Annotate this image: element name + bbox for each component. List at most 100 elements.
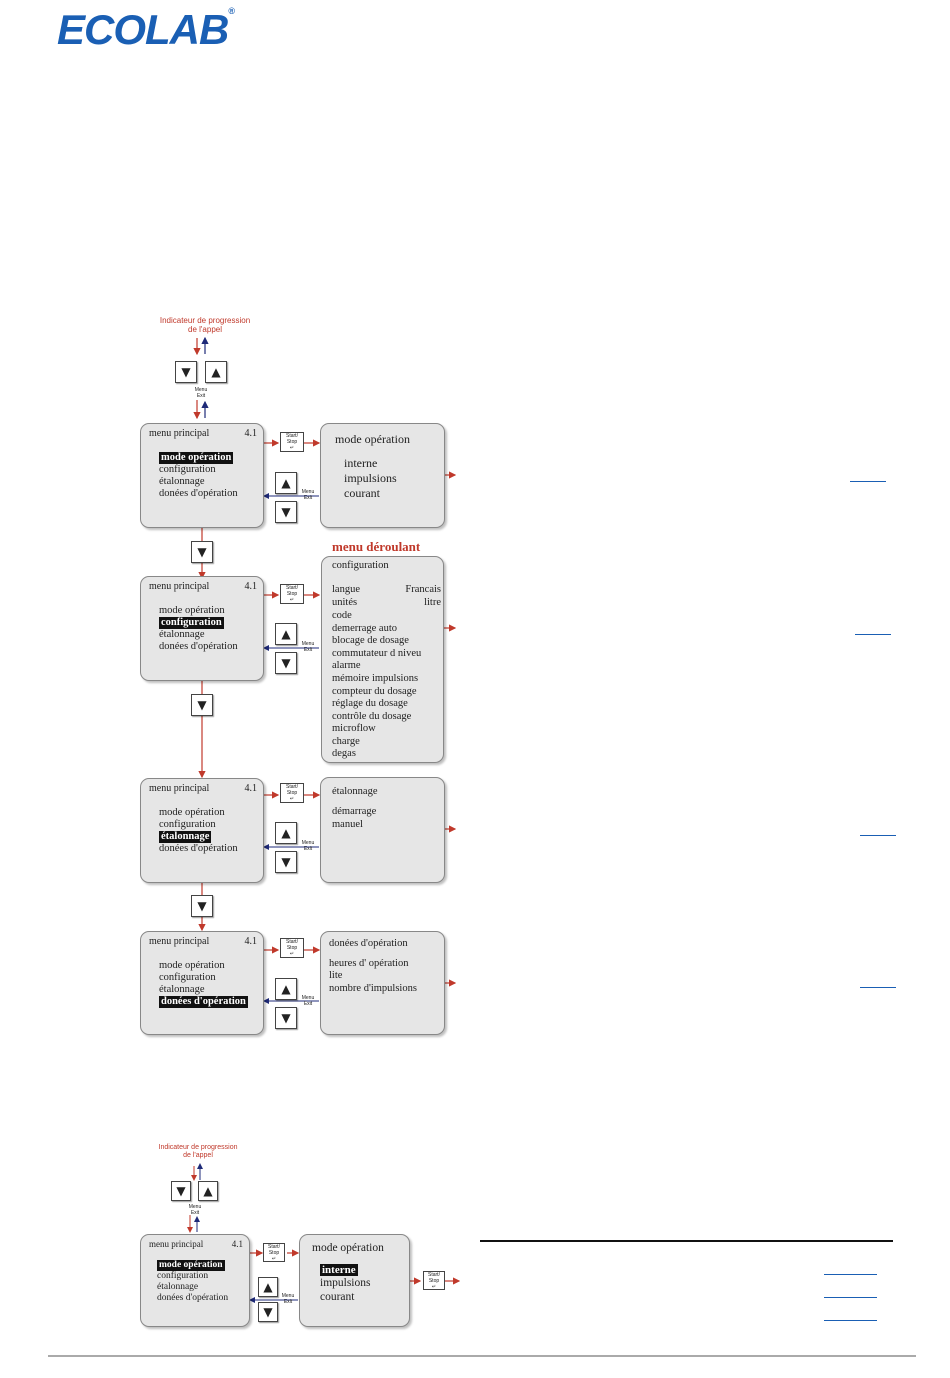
ecolab-logo: ECOLAB® xyxy=(57,6,235,54)
config-alarme[interactable]: alarme xyxy=(332,660,361,671)
option-courant[interactable]: courant xyxy=(320,1291,355,1303)
menu-item-config[interactable]: configuration xyxy=(159,972,216,983)
page-link[interactable] xyxy=(824,1320,877,1321)
option-impulsions[interactable]: impulsions xyxy=(344,471,397,485)
config-demarrage[interactable]: demerrage auto xyxy=(332,623,398,634)
page-link[interactable] xyxy=(860,987,896,988)
opdata-submenu-panel: donées d'opération heures d' opération l… xyxy=(320,931,445,1035)
opdata-lite[interactable]: lite xyxy=(329,970,343,981)
menu-item-config[interactable]: configuration xyxy=(157,1271,209,1281)
calib-demarrage[interactable]: démarrage xyxy=(332,806,377,817)
down-arrow-key[interactable]: ▼ xyxy=(191,541,213,563)
config-commutateur[interactable]: commutateur d niveu xyxy=(332,648,422,659)
lcd-number: 4.1 xyxy=(244,581,258,592)
menu-item-opdata[interactable]: donées d'opération xyxy=(159,641,238,652)
menu-item-calib[interactable]: étalonnage xyxy=(159,984,205,995)
opdata-impulsions[interactable]: nombre d'impulsions xyxy=(329,983,417,994)
config-microflow[interactable]: microflow xyxy=(332,723,376,734)
lcd-title: menu principal xyxy=(149,783,210,794)
menu-item-config[interactable]: configuration xyxy=(159,617,224,629)
main-menu-panel-1: menu principal 4.1 mode opération config… xyxy=(140,423,264,528)
submenu-title: configuration xyxy=(332,560,389,571)
down-arrow-key[interactable]: ▼ xyxy=(275,851,297,873)
down-arrow-key[interactable]: ▼ xyxy=(258,1302,278,1322)
lcd-title: menu principal xyxy=(149,428,210,439)
calib-submenu-panel: étalonnage démarrage manuel xyxy=(320,777,445,883)
up-arrow-key[interactable]: ▲ xyxy=(198,1181,218,1201)
indicator-line2: de l'appel xyxy=(188,325,222,334)
page-link[interactable] xyxy=(860,835,896,836)
start-stop-key[interactable]: Start/Stop↵ xyxy=(280,938,304,958)
config-code[interactable]: code xyxy=(332,610,352,621)
config-charge[interactable]: charge xyxy=(332,736,360,747)
menu-item-mode[interactable]: mode opération xyxy=(159,807,225,818)
down-arrow-key[interactable]: ▼ xyxy=(275,501,297,523)
down-arrow-key[interactable]: ▼ xyxy=(275,1007,297,1029)
menu-item-opdata[interactable]: donées d'opération xyxy=(157,1293,229,1303)
option-interne[interactable]: interne xyxy=(344,456,378,470)
indicator-line1: Indicateur de progression xyxy=(159,316,251,325)
option-courant[interactable]: courant xyxy=(344,486,380,500)
up-arrow-key[interactable]: ▲ xyxy=(205,361,227,383)
submenu-title: donées d'opération xyxy=(329,938,408,949)
start-stop-key[interactable]: Start/Stop↵ xyxy=(280,783,304,803)
menu-item-config[interactable]: configuration xyxy=(159,464,216,475)
config-memoire[interactable]: mémoire impulsions xyxy=(332,673,419,684)
up-arrow-key[interactable]: ▲ xyxy=(275,822,297,844)
calib-manuel[interactable]: manuel xyxy=(332,819,363,830)
down-arrow-key[interactable]: ▼ xyxy=(191,895,213,917)
config-langue[interactable]: langue xyxy=(332,584,360,595)
menu-item-calib[interactable]: étalonnage xyxy=(159,629,205,640)
menu-item-calib[interactable]: étalonnage xyxy=(159,476,205,487)
config-controle[interactable]: contrôle du dosage xyxy=(332,711,412,722)
up-arrow-key[interactable]: ▲ xyxy=(258,1277,278,1297)
start-stop-key[interactable]: Start/Stop↵ xyxy=(280,432,304,452)
page-link[interactable] xyxy=(850,481,886,482)
submenu-title: mode opération xyxy=(335,432,410,446)
menu-item-opdata[interactable]: donées d'opération xyxy=(159,843,238,854)
config-submenu-panel: configuration langue Francais unités lit… xyxy=(321,556,444,763)
up-arrow-key[interactable]: ▲ xyxy=(275,472,297,494)
lcd-number: 4.1 xyxy=(244,936,258,947)
up-arrow-key[interactable]: ▲ xyxy=(275,978,297,1000)
menu-item-calib[interactable]: étalonnage xyxy=(157,1282,199,1292)
config-degas[interactable]: degas xyxy=(332,748,356,759)
logo-text: ECOLAB xyxy=(57,6,229,53)
menu-item-calib[interactable]: étalonnage xyxy=(159,831,212,843)
menu-item-config[interactable]: configuration xyxy=(159,819,216,830)
page-link[interactable] xyxy=(824,1274,877,1275)
down-arrow-key[interactable]: ▼ xyxy=(171,1181,191,1201)
start-stop-key[interactable]: Start/Stop↵ xyxy=(423,1271,445,1290)
menu-item-mode[interactable]: mode opération xyxy=(159,452,234,464)
menu-item-opdata[interactable]: donées d'opération xyxy=(159,996,248,1008)
option-impulsions[interactable]: impulsions xyxy=(320,1277,371,1289)
main-menu-panel-3: menu principal 4.1 mode opération config… xyxy=(140,778,264,883)
menu-item-mode[interactable]: mode opération xyxy=(159,605,225,616)
main-menu-panel-bottom: menu principal 4.1 mode opération config… xyxy=(140,1234,250,1327)
option-interne[interactable]: interne xyxy=(320,1264,358,1276)
down-arrow-key[interactable]: ▼ xyxy=(175,361,197,383)
lcd-number: 4.1 xyxy=(244,428,258,439)
opdata-heures[interactable]: heures d' opération xyxy=(329,958,409,969)
config-compteur[interactable]: compteur du dosage xyxy=(332,686,417,697)
page-link[interactable] xyxy=(824,1297,877,1298)
page-link[interactable] xyxy=(855,634,891,635)
start-stop-key[interactable]: Start/Stop↵ xyxy=(280,584,304,604)
up-arrow-key[interactable]: ▲ xyxy=(275,623,297,645)
menu-item-mode[interactable]: mode opération xyxy=(159,960,225,971)
dropdown-menu-label: menu déroulant xyxy=(332,539,421,554)
menu-item-opdata[interactable]: donées d'opération xyxy=(159,488,238,499)
start-stop-key[interactable]: Start/Stop↵ xyxy=(263,1243,285,1262)
config-reglage[interactable]: réglage du dosage xyxy=(332,698,408,709)
config-unites[interactable]: unités xyxy=(332,597,358,608)
down-arrow-key[interactable]: ▼ xyxy=(275,652,297,674)
lcd-title: menu principal xyxy=(149,581,210,592)
config-blocage[interactable]: blocage de dosage xyxy=(332,635,409,646)
down-arrow-key[interactable]: ▼ xyxy=(191,694,213,716)
menu-item-mode[interactable]: mode opération xyxy=(157,1260,225,1271)
